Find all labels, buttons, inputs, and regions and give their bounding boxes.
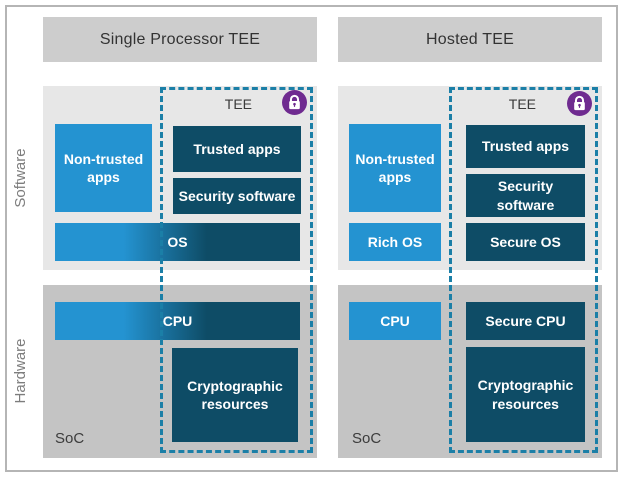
box-cryptographic-resources: Cryptographic resources (172, 348, 298, 442)
box-non-trusted-apps: Non-trusted apps (55, 124, 152, 212)
box-cryptographic-resources: Cryptographic resources (466, 347, 585, 442)
box-cpu: CPU (349, 302, 441, 340)
tee-label: TEE (224, 96, 252, 112)
lock-icon (567, 91, 592, 116)
box-rich-os: Rich OS (349, 223, 441, 261)
box-secure-os: Secure OS (466, 223, 585, 261)
tee-label: TEE (508, 96, 536, 112)
box-security-software: Security software (466, 174, 585, 217)
lock-icon (282, 90, 307, 115)
box-cpu: CPU (55, 302, 300, 340)
box-secure-cpu: Secure CPU (466, 302, 585, 340)
box-os: OS (55, 223, 300, 261)
column-header-hosted-tee: Hosted TEE (338, 17, 602, 62)
side-label-hardware: Hardware (12, 338, 29, 404)
soc-label: SoC (352, 430, 382, 447)
side-label-software: Software (12, 148, 29, 208)
box-non-trusted-apps: Non-trusted apps (349, 124, 441, 212)
box-trusted-apps: Trusted apps (173, 126, 301, 172)
box-security-software: Security software (173, 178, 301, 214)
column-header-single-processor-tee: Single Processor TEE (43, 17, 317, 62)
soc-label: SoC (55, 430, 85, 447)
box-trusted-apps: Trusted apps (466, 125, 585, 168)
